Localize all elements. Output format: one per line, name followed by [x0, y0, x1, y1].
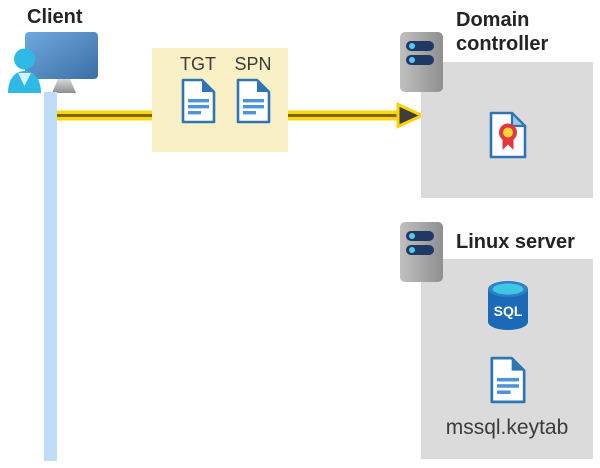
arrow-head: [396, 102, 424, 129]
linux-server-icon: [400, 222, 443, 282]
client-computer-icon: [8, 32, 98, 93]
keytab-document-icon: [490, 356, 526, 404]
sql-database-icon: SQL: [488, 281, 528, 330]
domain-controller-title: Domain controller: [456, 9, 549, 55]
tgt-document-icon: [181, 78, 215, 124]
client-title: Client: [27, 6, 83, 28]
server-drive-bay: [406, 41, 434, 51]
ticket-box: TGT SPN: [152, 48, 288, 152]
domain-controller-server-icon: [400, 32, 443, 92]
person-icon-collar: [18, 73, 31, 86]
person-icon-head: [14, 48, 35, 70]
server-drive-bay: [406, 231, 434, 241]
certificate-icon: [489, 111, 527, 159]
tgt-label: TGT: [180, 54, 216, 74]
spn-document-icon: [236, 78, 270, 124]
keytab-file-label: mssql.keytab: [445, 416, 569, 439]
monitor-stand: [52, 79, 76, 93]
sql-badge-text: SQL: [494, 303, 523, 319]
client-network-line: [44, 92, 57, 461]
linux-server-title: Linux server: [456, 231, 575, 253]
certificate-seal: [499, 123, 517, 142]
server-drive-bay: [406, 55, 434, 65]
spn-label: SPN: [234, 54, 272, 74]
spn-ticket: SPN: [234, 54, 272, 124]
monitor-icon: [25, 32, 98, 79]
server-drive-bay: [406, 245, 434, 255]
tgt-ticket: TGT: [179, 54, 217, 124]
